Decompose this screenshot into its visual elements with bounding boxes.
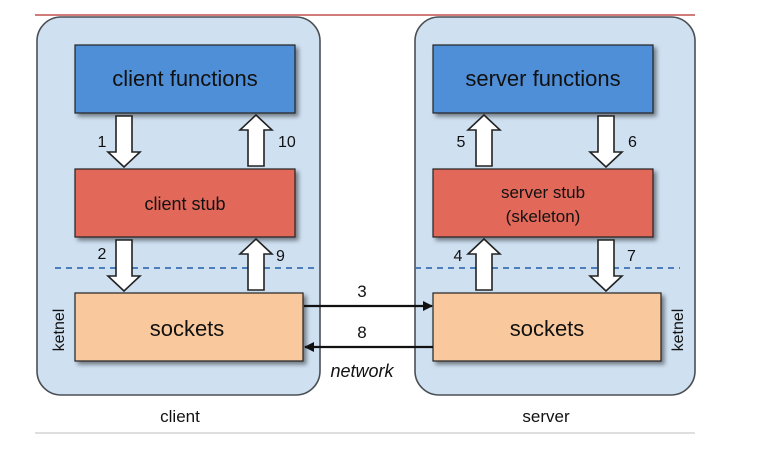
step-label-10: 10 [278,134,296,151]
arrow-step-2 [105,239,143,293]
step-label-2: 2 [98,246,107,263]
server-sockets-label: sockets [510,316,585,341]
network-label: network [330,361,394,381]
step-label-4: 4 [454,248,463,265]
server-stub-label-line2: (skeleton) [506,207,581,226]
step-label-9: 9 [276,248,285,265]
client-functions-label: client functions [112,66,258,91]
arrow-step-7 [587,239,625,293]
client-sockets-box [74,292,304,362]
arrow-step-9 [237,237,275,291]
server-stub-label-line1: server stub [501,183,585,202]
server-sockets-box [432,292,662,362]
arrow-step-10 [237,113,275,167]
arrow-step-5 [465,113,503,167]
server-kernel-label: ketnel [670,309,687,352]
server-functions-label: server functions [465,66,620,91]
client-stub-label: client stub [144,194,225,214]
server-functions-box [432,44,654,114]
step-label-6: 6 [628,134,637,151]
client-stub-box [74,168,296,238]
arrow-step-6 [587,115,625,169]
arrow-step-4 [465,237,503,291]
client-sockets-label: sockets [150,316,225,341]
step-label-3: 3 [357,282,366,301]
step-label-1: 1 [98,134,107,151]
server-stub-box [432,168,654,238]
client-panel-label: client [160,407,200,426]
client-kernel-label: ketnel [51,309,68,352]
server-panel-label: server [522,407,570,426]
step-label-7: 7 [627,248,636,265]
arrow-step-1 [105,115,143,169]
client-functions-box [74,44,296,114]
step-label-8: 8 [357,323,366,342]
step-label-5: 5 [457,134,466,151]
